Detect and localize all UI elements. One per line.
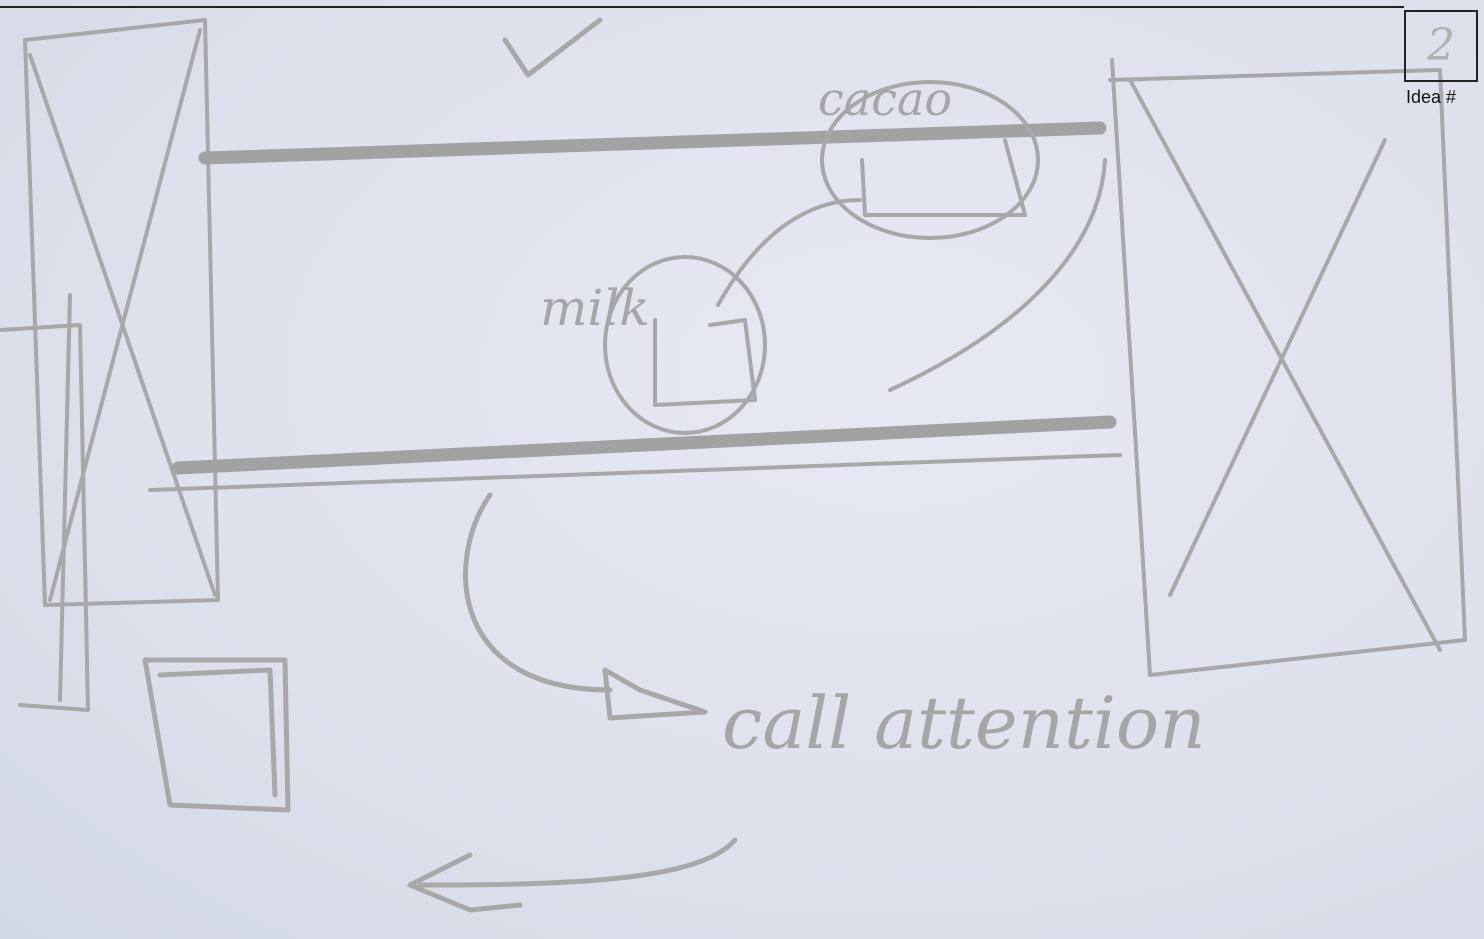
bottom-shelf-line — [171, 415, 1117, 475]
sweep-arc — [888, 158, 1107, 392]
call-attention-label: call attention — [722, 681, 1206, 765]
left-panel-frame — [23, 18, 220, 607]
milk-label: milk — [540, 279, 650, 337]
bottom-shelf-shadow — [148, 453, 1122, 492]
top-border-line — [0, 6, 1404, 8]
right-panel-cross — [1128, 78, 1442, 652]
idea-number-box — [1404, 10, 1478, 82]
cacao-product-box — [860, 138, 1027, 217]
milk-highlight-circle — [603, 255, 767, 435]
check-mark-icon — [502, 17, 603, 78]
cacao-label: cacao — [818, 72, 952, 126]
bottom-back-arrow-icon — [407, 837, 738, 913]
right-panel-frame — [1108, 58, 1467, 677]
left-panel-inner-box — [0, 293, 90, 712]
idea-number: 2 — [1427, 20, 1455, 71]
top-shelf-line — [198, 121, 1107, 165]
small-button-sketch — [142, 657, 291, 813]
idea-label: Idea # — [1406, 87, 1457, 107]
connector-curve — [716, 198, 862, 307]
cacao-highlight-circle — [820, 80, 1040, 240]
attention-curve-arrow — [463, 492, 613, 693]
attention-arrow-head-icon — [602, 667, 708, 721]
left-panel-cross — [28, 28, 217, 602]
milk-product-box — [653, 318, 757, 407]
